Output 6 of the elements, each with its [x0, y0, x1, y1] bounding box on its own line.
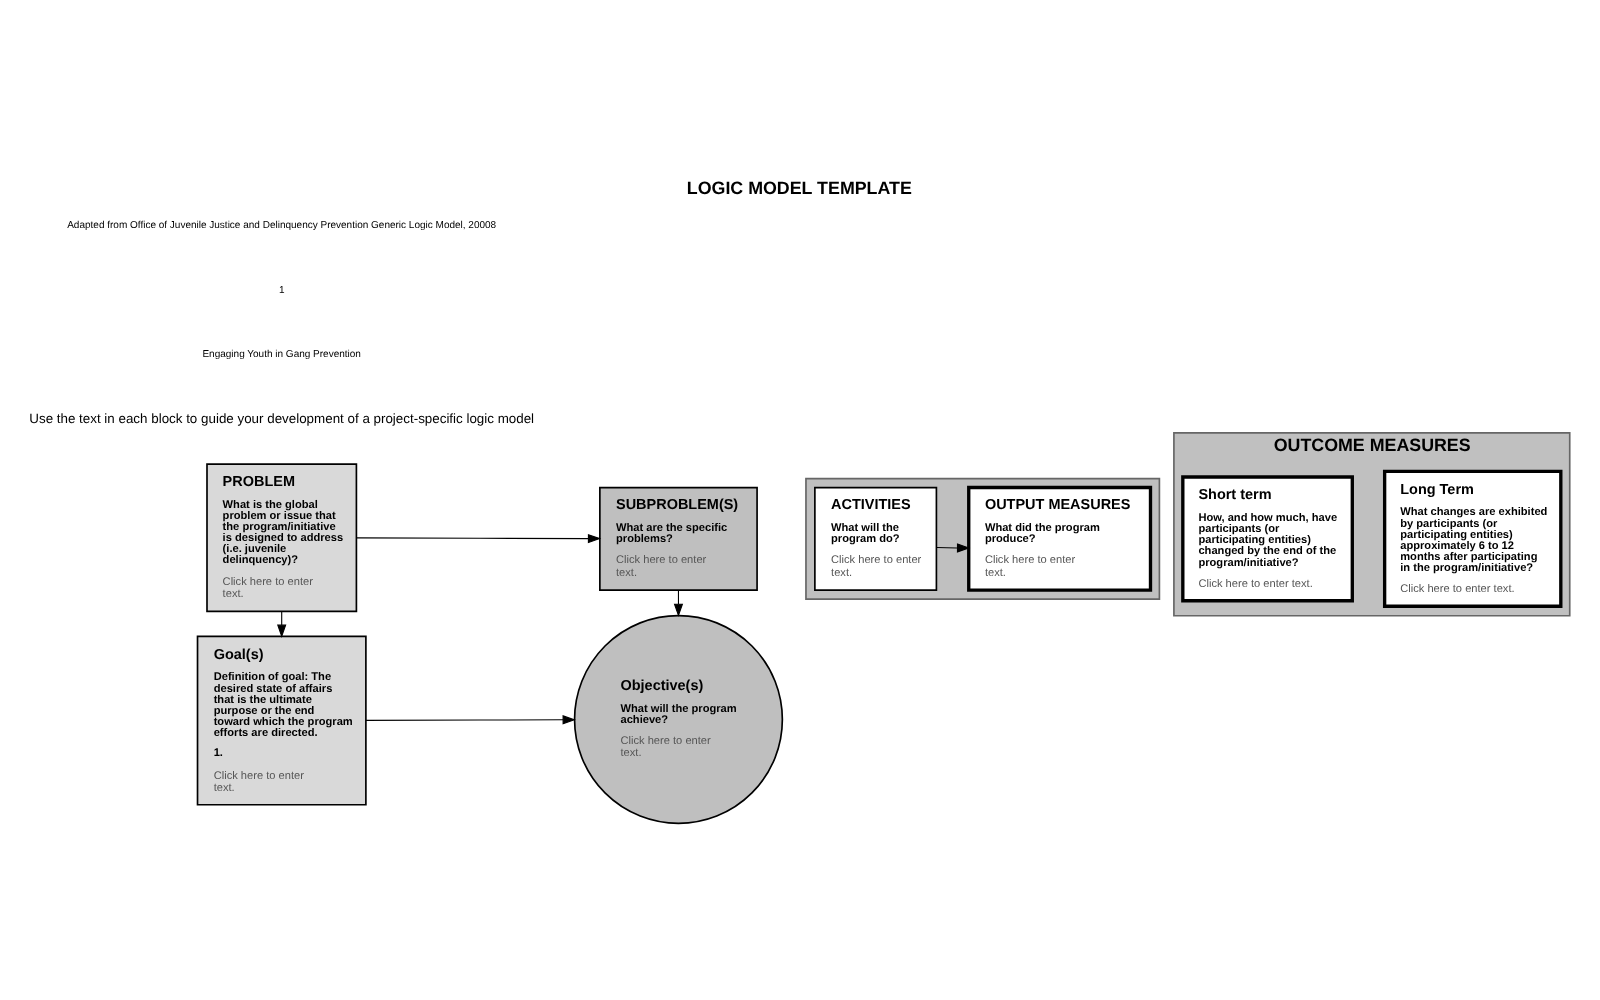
- arrow: [356, 533, 602, 544]
- diagram-title: LOGIC MODEL TEMPLATE: [686, 178, 912, 199]
- arrow: [673, 589, 684, 618]
- arrow: [936, 543, 971, 553]
- cluster: [805, 477, 1161, 600]
- arrow: [365, 715, 576, 725]
